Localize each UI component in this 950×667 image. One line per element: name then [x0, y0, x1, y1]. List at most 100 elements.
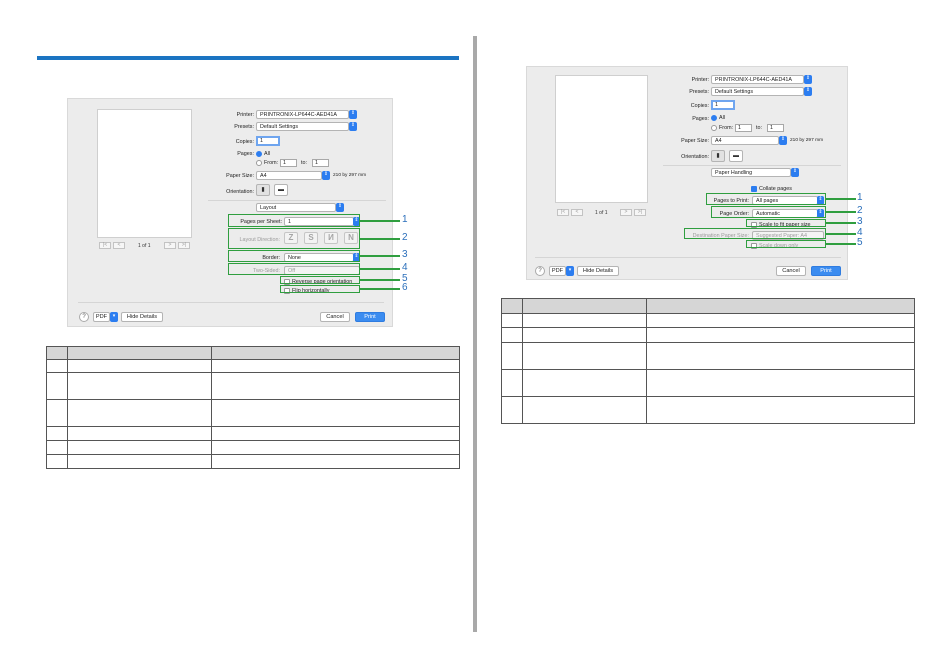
next-page-button[interactable]: >: [620, 209, 632, 216]
prev-page-button[interactable]: <: [113, 242, 125, 249]
layout-s-icon[interactable]: S: [304, 232, 318, 244]
scale-to-fit-checkbox[interactable]: [751, 222, 757, 228]
copies-input[interactable]: 1: [711, 100, 735, 110]
callout-line-5: [360, 279, 400, 281]
pages-to-print-arrow-icon[interactable]: ⇕: [817, 196, 824, 205]
next-page-button[interactable]: >: [164, 242, 176, 249]
pages-range-radio[interactable]: [256, 160, 262, 166]
table-row: [46, 441, 460, 455]
reverse-orientation-checkbox[interactable]: [284, 279, 290, 285]
callout-number-3: 3: [402, 249, 408, 260]
pages-from-label: From:: [719, 125, 734, 131]
page-order-arrow-icon[interactable]: ⇕: [817, 209, 824, 218]
table-row: [46, 400, 460, 427]
border-select-arrow-icon[interactable]: ⇕: [353, 253, 360, 262]
copies-input[interactable]: 1: [256, 136, 280, 146]
pages-all-radio[interactable]: [711, 115, 717, 121]
two-sided-label: Two-Sided:: [253, 268, 280, 274]
printer-select-arrow-icon[interactable]: ⇕: [349, 110, 357, 119]
pdf-button[interactable]: PDF: [93, 312, 110, 322]
landscape-icon[interactable]: ▬: [274, 184, 288, 196]
landscape-icon[interactable]: ▬: [729, 150, 743, 162]
panel-select-arrow-icon[interactable]: ⇕: [336, 203, 344, 212]
flip-horizontally-checkbox[interactable]: [284, 288, 290, 294]
cancel-button[interactable]: Cancel: [320, 312, 350, 322]
table-row: [501, 397, 915, 424]
layout-n-icon[interactable]: N: [344, 232, 358, 244]
pages-range-radio[interactable]: [711, 125, 717, 131]
callout-number-5: 5: [857, 237, 863, 248]
paper-size-label: Paper Size:: [226, 173, 254, 179]
paper-size-label: Paper Size:: [681, 138, 709, 144]
presets-select-arrow-icon[interactable]: ⇕: [804, 87, 812, 96]
panel-select[interactable]: Layout: [256, 203, 336, 212]
pdf-arrow-icon[interactable]: ▾: [110, 312, 118, 322]
panel-select[interactable]: Paper Handling: [711, 168, 791, 177]
print-button[interactable]: Print: [811, 266, 841, 276]
paper-size-select[interactable]: A4: [711, 136, 779, 145]
printer-select[interactable]: PRINTRONIX-LP644C-AED41A: [711, 75, 804, 84]
footer-separator: [78, 302, 384, 303]
last-page-button[interactable]: >|: [634, 209, 646, 216]
separator: [208, 200, 386, 201]
presets-select-arrow-icon[interactable]: ⇕: [349, 122, 357, 131]
callout-number-2: 2: [857, 205, 863, 216]
portrait-icon[interactable]: ▮: [711, 150, 725, 162]
pages-from-input[interactable]: 1: [280, 159, 297, 167]
paper-size-select[interactable]: A4: [256, 171, 322, 180]
last-page-button[interactable]: >|: [178, 242, 190, 249]
scale-down-only-checkbox[interactable]: [751, 243, 757, 249]
pages-to-print-label: Pages to Print:: [713, 198, 749, 204]
pages-to-input[interactable]: 1: [767, 124, 784, 132]
layout-z-icon[interactable]: Z: [284, 232, 298, 244]
table-row: [501, 370, 915, 397]
printer-select[interactable]: PRINTRONIX-LP644C-AED41A: [256, 110, 349, 119]
hide-details-button[interactable]: Hide Details: [577, 266, 619, 276]
pages-to-label: to:: [756, 125, 762, 131]
pages-to-label: to:: [301, 160, 307, 166]
pages-label: Pages:: [692, 116, 709, 122]
page-counter: 1 of 1: [138, 243, 151, 249]
callout-line-4: [360, 268, 400, 270]
pages-all-radio[interactable]: [256, 151, 262, 157]
scale-to-fit-label: Scale to fit paper size: [759, 222, 811, 228]
pages-to-input[interactable]: 1: [312, 159, 329, 167]
presets-label: Presets:: [689, 89, 709, 95]
page-divider: [473, 36, 477, 632]
collate-pages-checkbox[interactable]: [751, 186, 757, 192]
page-preview: [97, 109, 192, 238]
prev-page-button[interactable]: <: [571, 209, 583, 216]
pages-from-input[interactable]: 1: [735, 124, 752, 132]
orientation-label: Orientation:: [681, 154, 709, 160]
paper-size-arrow-icon[interactable]: ⇕: [322, 171, 330, 180]
hide-details-button[interactable]: Hide Details: [121, 312, 163, 322]
scale-down-only-label: Scale down only: [759, 243, 799, 249]
panel-select-arrow-icon[interactable]: ⇕: [791, 168, 799, 177]
pdf-arrow-icon[interactable]: ▾: [566, 266, 574, 276]
printer-label: Printer:: [236, 112, 254, 118]
presets-select[interactable]: Default Settings: [711, 87, 804, 96]
layout-n-mirror-icon[interactable]: И: [324, 232, 338, 244]
printer-select-arrow-icon[interactable]: ⇕: [804, 75, 812, 84]
print-button[interactable]: Print: [355, 312, 385, 322]
first-page-button[interactable]: |<: [99, 242, 111, 249]
printer-label: Printer:: [691, 77, 709, 83]
presets-label: Presets:: [234, 124, 254, 130]
help-icon[interactable]: ?: [535, 266, 545, 276]
footer-separator: [535, 257, 841, 258]
destination-paper-select[interactable]: Suggested Paper: A4: [752, 231, 824, 240]
help-icon[interactable]: ?: [79, 312, 89, 322]
pages-per-sheet-arrow-icon[interactable]: ⇕: [353, 217, 360, 226]
callout-box-destination-paper: [684, 228, 826, 239]
callout-box-pages-to-print: [706, 193, 826, 205]
portrait-icon[interactable]: ▮: [256, 184, 270, 196]
paper-size-arrow-icon[interactable]: ⇕: [779, 136, 787, 145]
cancel-button[interactable]: Cancel: [776, 266, 806, 276]
table-header-row: [46, 346, 460, 360]
presets-select[interactable]: Default Settings: [256, 122, 349, 131]
callout-number-5: 5: [402, 273, 408, 284]
print-dialog-layout: |< < 1 of 1 > >| Printer: PRINTRONIX-LP6…: [67, 98, 393, 327]
first-page-button[interactable]: |<: [557, 209, 569, 216]
callout-line-1: [360, 220, 400, 222]
pdf-button[interactable]: PDF: [549, 266, 566, 276]
